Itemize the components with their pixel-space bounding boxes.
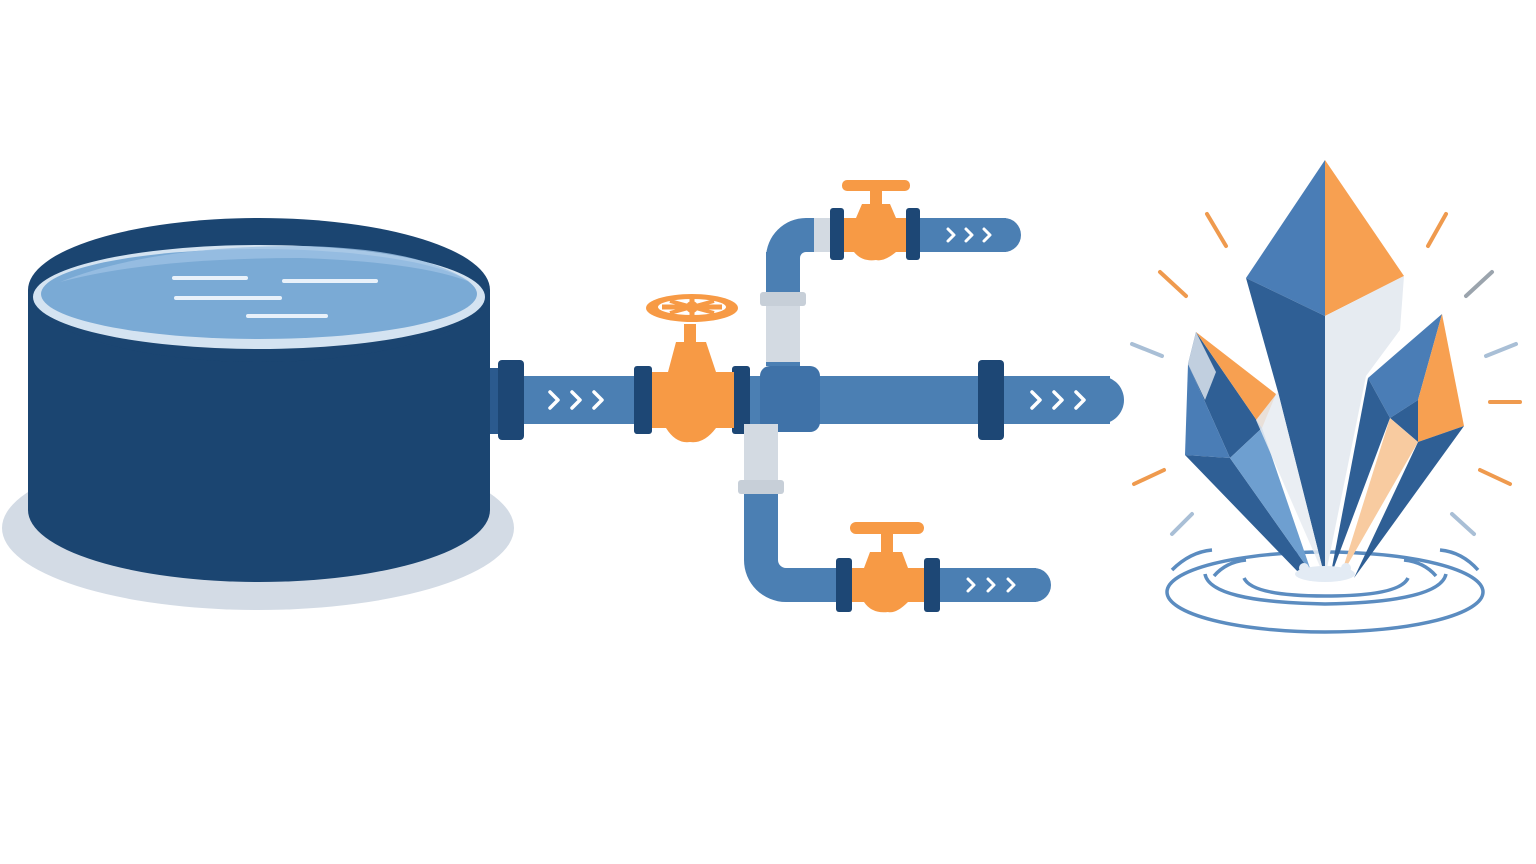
crystal-center	[1246, 160, 1404, 578]
main-valve-handwheel-icon[interactable]	[646, 294, 738, 322]
lower-drop-pipe	[744, 494, 778, 560]
water-ripple-lines	[172, 276, 378, 318]
main-valve-stem	[684, 324, 696, 346]
lower-outlet-end-cap	[1034, 568, 1051, 602]
ray-top-left	[1205, 212, 1228, 248]
flange-valve-right	[732, 366, 750, 434]
ripple-mid-left	[1212, 558, 1247, 578]
ray-bottom-left	[1170, 512, 1194, 536]
flange-valve-left	[634, 366, 652, 434]
main-pipe-end-cap	[1100, 376, 1124, 424]
lower-valve[interactable]	[850, 522, 924, 613]
upper-riser-light-section	[766, 300, 800, 362]
flange-tank	[498, 360, 524, 440]
flange-lower-left	[836, 558, 852, 612]
lower-valve-handle-icon[interactable]	[850, 522, 924, 534]
flow-arrows	[548, 227, 1086, 593]
lower-outlet-pipe	[940, 568, 1036, 602]
upper-valve-stem	[870, 188, 882, 206]
ray-lower-left	[1132, 468, 1166, 486]
lower-branch-pipe	[738, 424, 1051, 612]
flange-main-end	[978, 360, 1004, 440]
flange-upper-left	[830, 208, 844, 260]
lower-drop-light-section	[744, 424, 778, 486]
main-valve[interactable]	[646, 294, 738, 443]
crystal-right	[1330, 314, 1464, 578]
ray-top-right	[1426, 212, 1448, 248]
upper-outlet-end-cap	[1004, 218, 1021, 252]
tank-water-highlight	[60, 246, 470, 282]
ripple-inner	[1242, 577, 1410, 598]
flange-lower-right	[924, 558, 940, 612]
upper-branch-pipe	[760, 208, 1021, 366]
crystal-splash	[1295, 563, 1355, 582]
flow-arrow-main-1	[548, 390, 604, 410]
upper-riser-collar	[760, 292, 806, 306]
upper-elbow-light-band	[814, 218, 830, 252]
lower-valve-stem	[881, 532, 893, 554]
upper-valve-handle-icon[interactable]	[842, 180, 910, 191]
ripple-top-left	[1170, 548, 1213, 572]
crystal-burst	[1130, 160, 1522, 634]
lower-drop-collar	[738, 480, 784, 494]
main-valve-body	[652, 342, 734, 443]
sparkle-rays	[1130, 212, 1522, 536]
ripple-top-right	[1439, 548, 1480, 572]
ripple-mid-right	[1403, 558, 1438, 578]
upper-outlet-pipe	[920, 218, 1006, 252]
ray-bottom-right	[1450, 512, 1476, 536]
main-pipe-tee-junction	[760, 366, 820, 432]
ripple-middle	[1203, 573, 1448, 606]
flow-arrow-lower	[966, 577, 1016, 593]
flange-upper-right	[906, 208, 920, 260]
flow-arrow-main-2	[1030, 390, 1086, 410]
ray-lower-right	[1478, 468, 1512, 486]
flow-arrow-upper	[946, 227, 992, 243]
tank-water-surface	[41, 249, 477, 339]
ray-mid-left	[1130, 342, 1164, 358]
ray-upper-left	[1158, 270, 1188, 298]
lower-valve-body	[852, 552, 924, 613]
crystal-left	[1185, 332, 1312, 574]
upper-valve[interactable]	[842, 180, 910, 261]
ray-mid-right	[1484, 342, 1518, 358]
lower-elbow	[744, 560, 836, 602]
water-tank	[2, 218, 514, 610]
tank-body	[28, 290, 490, 582]
ray-upper-right	[1464, 270, 1494, 298]
main-pipe	[490, 360, 1124, 440]
upper-valve-body	[844, 204, 906, 261]
